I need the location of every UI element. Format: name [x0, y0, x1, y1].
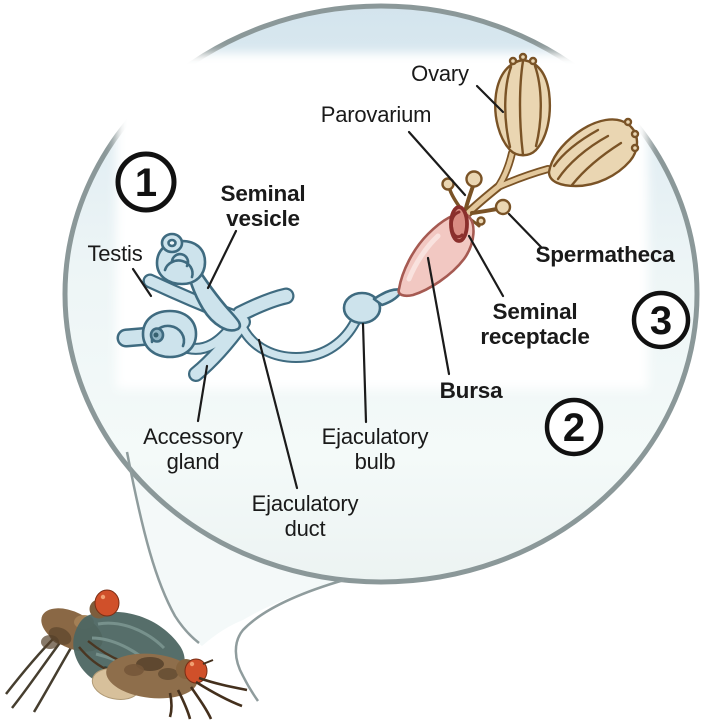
- label-ejaculatory-duct: Ejaculatory duct: [251, 491, 359, 541]
- illustration-backdrop: [116, 53, 648, 389]
- seminal-receptacle-coil: [449, 205, 469, 243]
- step-3-number: 3: [650, 299, 672, 343]
- ovary-2: [547, 117, 640, 188]
- leader-accessory-gland: [196, 364, 209, 423]
- accessory-gland-right: [233, 289, 293, 321]
- testis-lower-coil: [141, 309, 198, 359]
- male-fly-eye: [94, 589, 120, 617]
- step-2-number: 2: [563, 406, 585, 450]
- label-ovary: Ovary: [411, 61, 469, 86]
- label-spermatheca: Spermatheca: [535, 242, 675, 267]
- step-badges: 1 2 3: [115, 151, 691, 457]
- oviduct-fills: [465, 150, 551, 216]
- leader-testis: [131, 267, 153, 298]
- ejaculatory-duct-shape: [236, 314, 361, 361]
- bubble-tail-right-edge: [234, 578, 345, 702]
- leader-parovarium: [407, 130, 467, 197]
- leader-seminal-receptacle: [467, 234, 505, 298]
- label-accessory-gland: Accessory gland: [143, 424, 243, 474]
- female-reproductive-organs: [397, 52, 640, 298]
- ovary-1: [494, 52, 551, 157]
- bursa-shape: [397, 205, 475, 298]
- fly-bristles: [5, 635, 74, 713]
- label-seminal-vesicle: Seminal vesicle: [220, 181, 306, 232]
- label-parovarium: Parovarium: [320, 102, 432, 127]
- ejaculatory-bulb-shape: [342, 288, 404, 325]
- parovarium-knob: [465, 170, 483, 188]
- step-1-badge: 1: [115, 151, 177, 213]
- label-testis: Testis: [87, 241, 143, 266]
- spermatheca-knob: [494, 198, 512, 216]
- mating-flies-photo: [5, 589, 248, 720]
- bubble-tail-edges: [125, 451, 345, 702]
- bubble-lens-border: [62, 3, 700, 585]
- female-fly: [91, 653, 248, 720]
- leader-ejaculatory-duct: [257, 338, 299, 490]
- step-1-number: 1: [135, 161, 157, 205]
- leader-seminal-vesicle: [206, 229, 238, 290]
- leader-ejaculatory-bulb: [361, 322, 368, 424]
- parovarium-knob: [441, 177, 455, 191]
- label-bursa: Bursa: [439, 378, 503, 403]
- male-reproductive-organs: [116, 232, 404, 382]
- label-ejaculatory-bulb: Ejaculatory bulb: [321, 424, 429, 474]
- testis-upper-coil: [155, 232, 207, 286]
- ovaries: [441, 52, 640, 228]
- female-fly-legs: [168, 676, 248, 720]
- label-seminal-receptacle: Seminal receptacle: [480, 299, 590, 350]
- leader-lines: [131, 84, 543, 490]
- step-2-badge: 2: [544, 397, 604, 457]
- leader-spermatheca: [507, 212, 543, 249]
- leader-bursa: [426, 256, 451, 376]
- leader-ovary: [475, 84, 505, 114]
- step-3-badge: 3: [631, 290, 691, 350]
- bubble-tail-left-edge: [125, 451, 200, 644]
